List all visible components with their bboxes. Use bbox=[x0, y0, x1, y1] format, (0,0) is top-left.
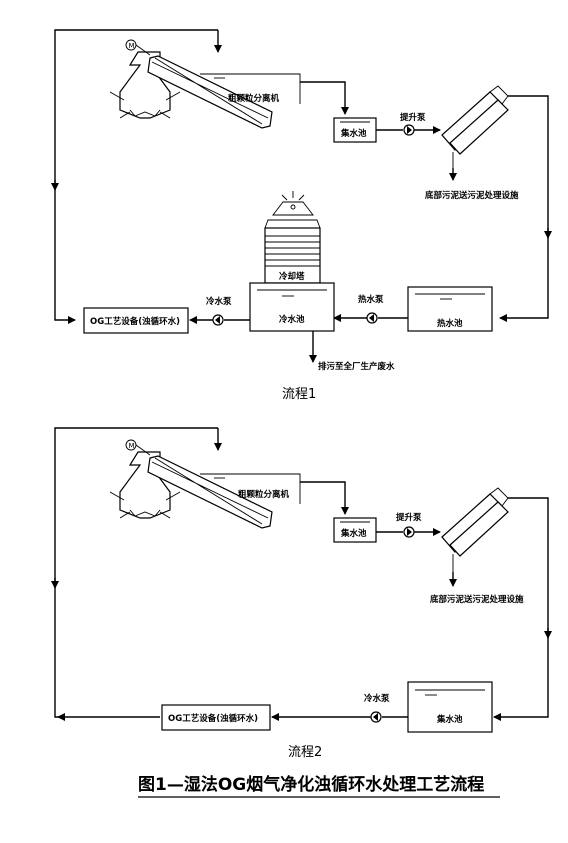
flow2-clarifier bbox=[441, 487, 509, 572]
flow1-lift-pump-label: 提升泵 bbox=[400, 112, 426, 123]
flow1-collect-tank-label: 集水池 bbox=[340, 128, 367, 139]
flow1-collect-tank: 集水池 bbox=[333, 117, 377, 143]
flow1-og-equipment-label: OG工艺设备(浊循环水) bbox=[90, 316, 180, 327]
flow2-collect-tank-label: 集水池 bbox=[340, 528, 367, 539]
flow1-cold-tank-label: 冷水池 bbox=[279, 314, 305, 325]
figure-title: 图1—湿法OG烟气净化浊循环水处理工艺流程 bbox=[138, 774, 484, 795]
flow1-cooling-tower: 冷却塔 bbox=[264, 191, 321, 284]
flow2-og-equipment-label: OG工艺设备(浊循环水) bbox=[168, 713, 258, 724]
flow1-sludge-label: 底部污泥送污泥处理设施 bbox=[425, 190, 519, 201]
flow1-cooling-tower-label: 冷却塔 bbox=[279, 271, 305, 282]
flow1-drain-label: 排污至全厂生产废水 bbox=[318, 361, 395, 372]
flow1-caption: 流程1 bbox=[282, 387, 316, 402]
flow-1: M 粗颗粒分离机 集水池 提升泵 bbox=[51, 29, 552, 402]
flow2-cold-pump-label: 冷水泵 bbox=[364, 693, 390, 704]
flow1-line-right-return bbox=[499, 95, 549, 322]
flow-2: M 粗颗粒分离机 集水池 提升泵 底部污泥送污泥处理设施 bbox=[51, 427, 552, 760]
flow2-caption: 流程2 bbox=[288, 745, 322, 760]
flow2-collect-tank: 集水池 bbox=[333, 517, 377, 543]
flow1-line-to-collect bbox=[300, 81, 349, 115]
flow2-lift-pump-label: 提升泵 bbox=[396, 512, 422, 523]
flow1-motor-label: M bbox=[129, 42, 135, 50]
flow2-og-equipment: OG工艺设备(浊循环水) bbox=[161, 704, 271, 731]
flow2-line-to-collect bbox=[300, 481, 349, 515]
flow1-separator: M 粗颗粒分离机 bbox=[109, 39, 301, 129]
flow2-collect-tank-2: 集水池 bbox=[407, 681, 493, 733]
flow1-clarifier bbox=[441, 85, 509, 168]
flow1-hot-pump-label: 热水泵 bbox=[358, 294, 384, 305]
flow1-hot-tank-label: 热水池 bbox=[437, 318, 463, 329]
flow2-separator: M 粗颗粒分离机 bbox=[109, 439, 301, 529]
flow2-line-right-return bbox=[493, 497, 549, 721]
flow1-cold-tank: 冷水池 bbox=[249, 282, 335, 332]
flow1-hot-tank: 热水池 bbox=[407, 286, 493, 332]
flow1-og-equipment: OG工艺设备(浊循环水) bbox=[83, 307, 189, 334]
flow1-line-left-return bbox=[54, 29, 218, 324]
flow1-separator-label: 粗颗粒分离机 bbox=[228, 93, 280, 104]
flow1-cold-pump-label: 冷水泵 bbox=[206, 296, 232, 307]
flow2-collect-tank-2-label: 集水池 bbox=[436, 714, 463, 725]
flow2-motor-label: M bbox=[129, 442, 135, 450]
flow2-sludge-label: 底部污泥送污泥处理设施 bbox=[430, 594, 524, 605]
flow2-separator-label: 粗颗粒分离机 bbox=[238, 489, 290, 500]
